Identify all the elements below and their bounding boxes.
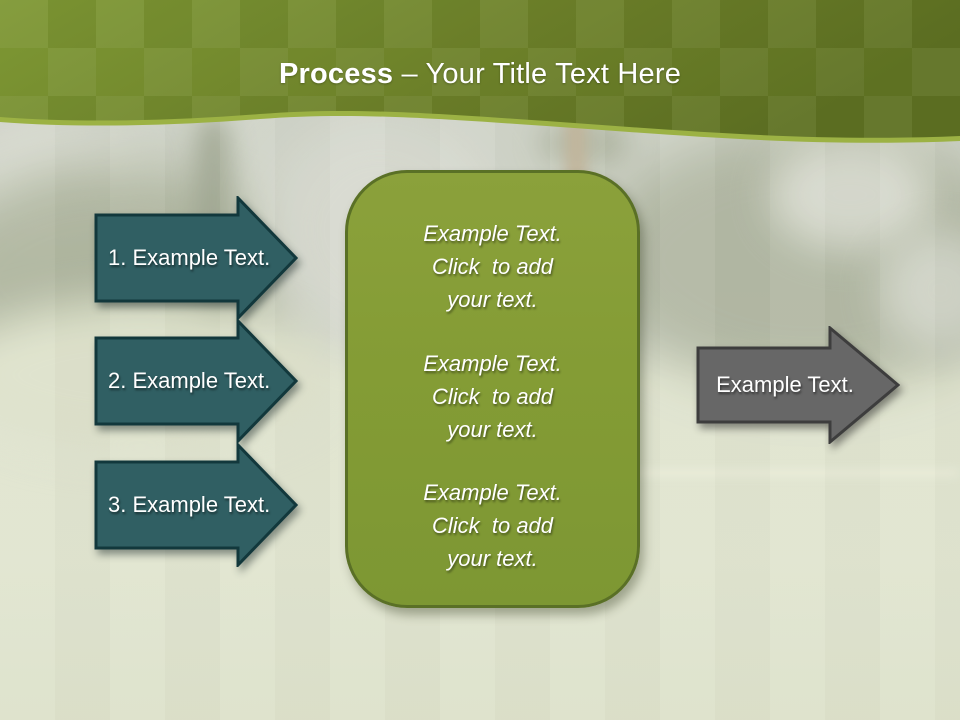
panel-paragraph-1[interactable]: Example Text. Click to add your text.: [423, 221, 562, 312]
title-bold-text: Process: [278, 58, 394, 90]
step-arrow-1-shape: [94, 196, 298, 320]
output-arrow[interactable]: Example Text.: [696, 326, 900, 444]
slide-title[interactable]: Process – Your Title Text Here: [0, 58, 960, 91]
output-arrow-shape: [696, 326, 900, 444]
step-arrow-3[interactable]: 3. Example Text.: [94, 443, 298, 567]
header-wave-checker: [0, 0, 960, 138]
panel-paragraph-2[interactable]: Example Text. Click to add your text.: [423, 350, 562, 442]
title-rest-text: – Your Title Text Here: [393, 58, 682, 90]
step-arrow-1-label: 1. Example Text.: [108, 245, 271, 270]
sky-patch-right-top: [770, 140, 930, 250]
step-arrow-2[interactable]: 2. Example Text.: [94, 319, 298, 443]
panel-paragraph-3[interactable]: Example Text. Click to add your text.: [423, 480, 562, 571]
step-arrow-1[interactable]: 1. Example Text.: [94, 196, 298, 320]
content-panel[interactable]: Example Text. Click to add your text. Ex…: [345, 170, 640, 608]
horizon-line: [420, 468, 960, 478]
output-arrow-label: Example Text.: [716, 372, 854, 397]
step-arrow-3-label: 3. Example Text.: [108, 492, 271, 517]
step-arrow-3-shape: [94, 443, 298, 567]
step-arrow-2-shape: [94, 319, 298, 443]
header-band: [0, 0, 960, 143]
step-arrow-2-label: 2. Example Text.: [108, 368, 271, 393]
